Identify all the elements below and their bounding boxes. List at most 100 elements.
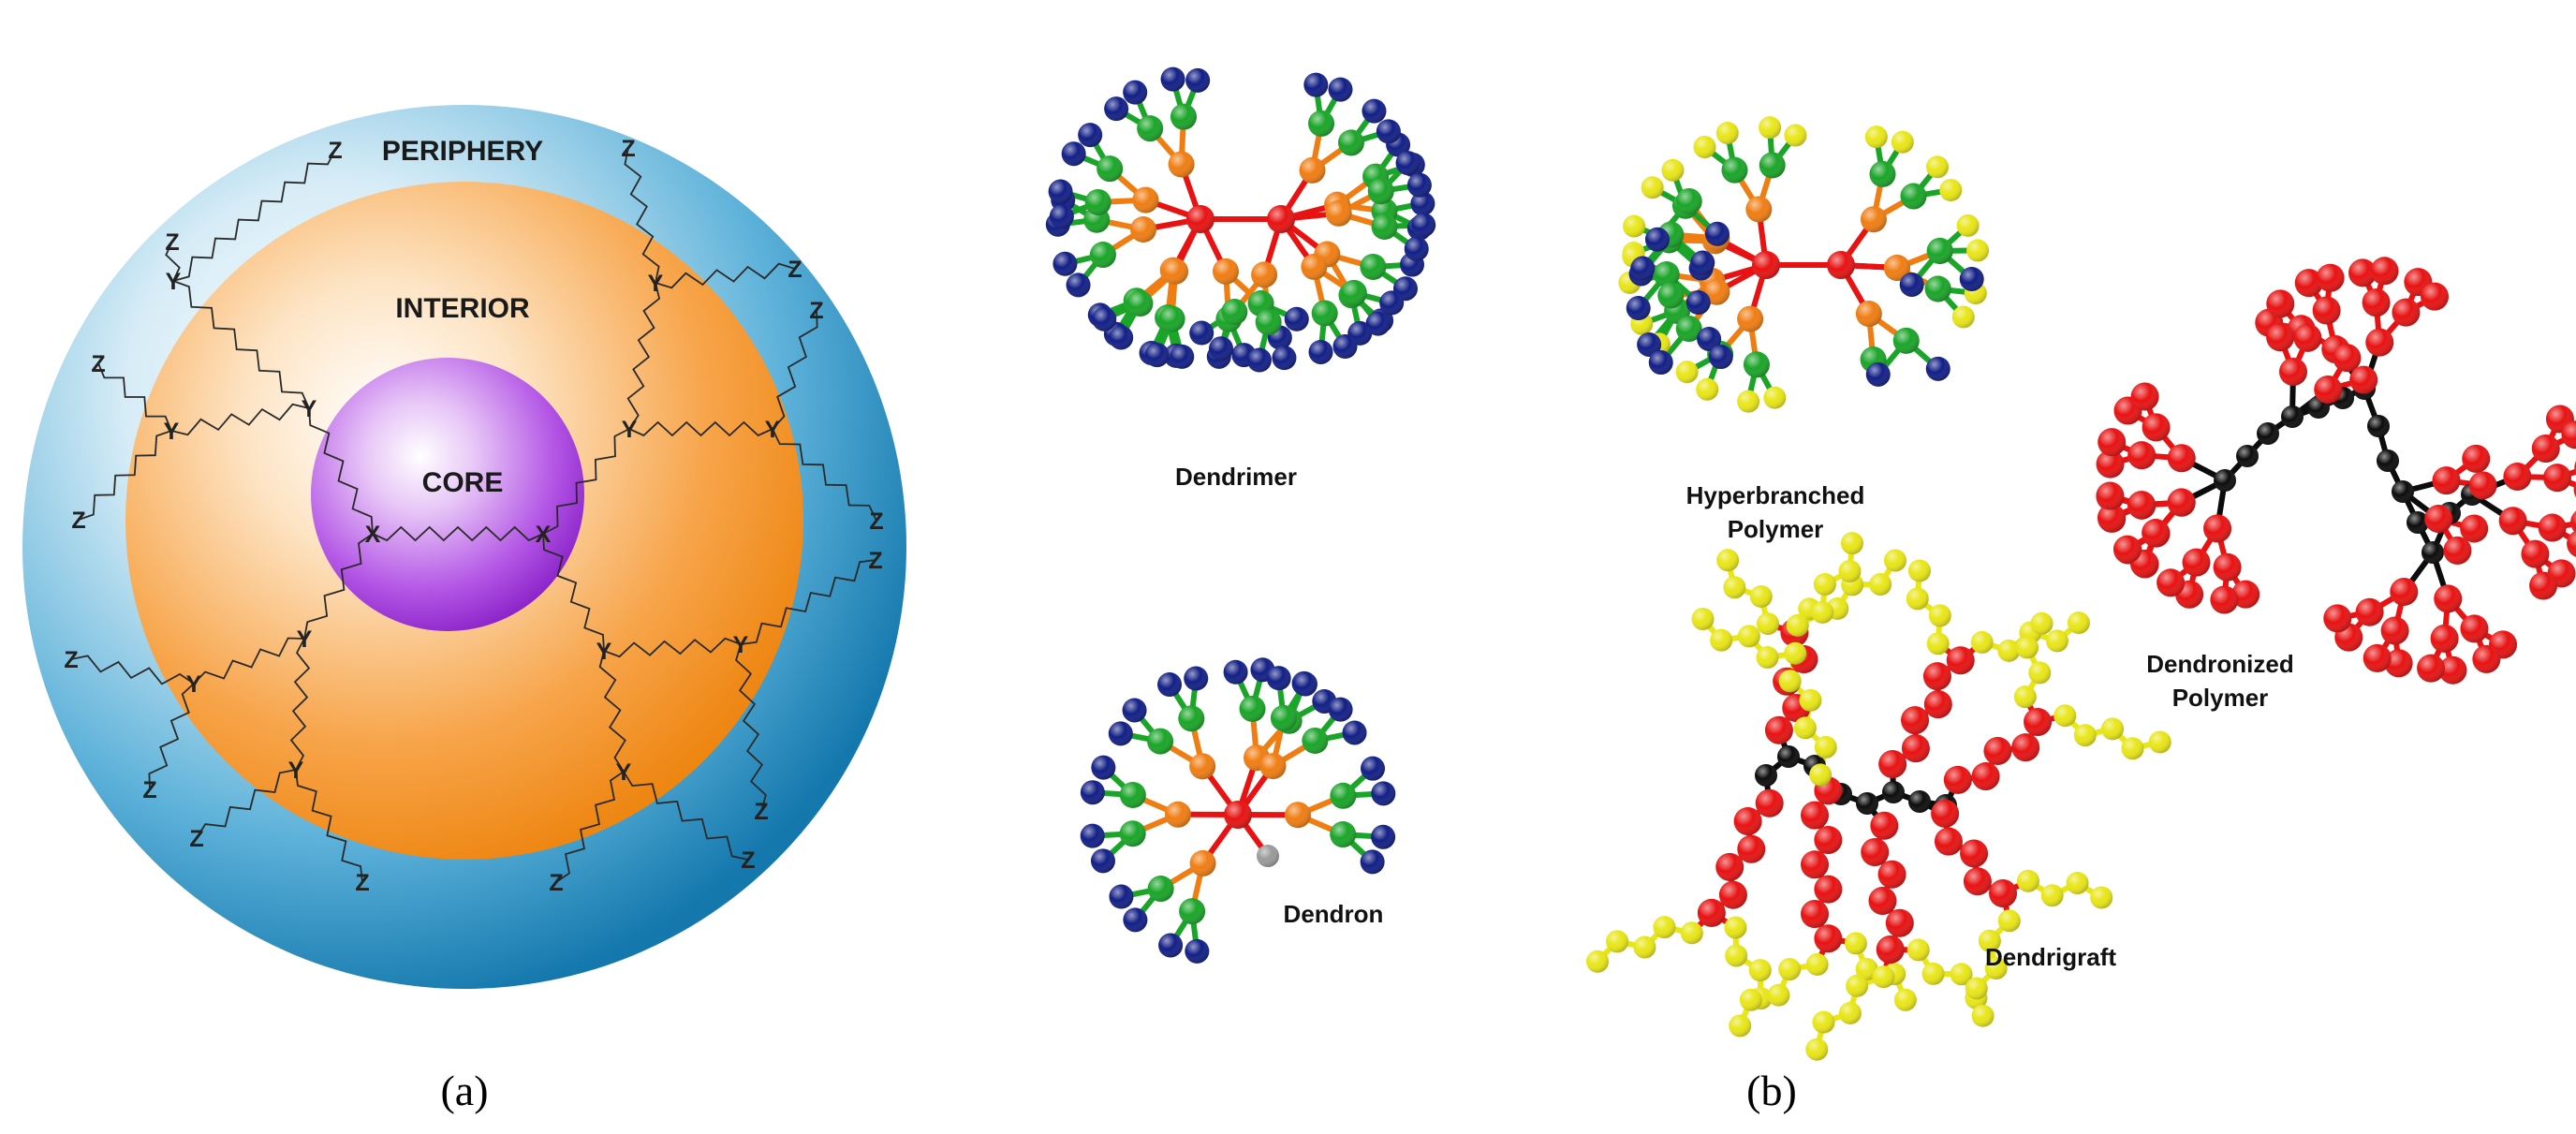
atom-highlight bbox=[2472, 644, 2501, 673]
atom-highlight bbox=[1362, 98, 1387, 124]
branch-letter-z: Z bbox=[741, 847, 755, 874]
chain-segment bbox=[603, 637, 742, 658]
atom-highlight bbox=[2030, 611, 2053, 635]
atom-highlight bbox=[2121, 737, 2144, 760]
atom-highlight bbox=[1752, 251, 1780, 279]
atom-highlight bbox=[1132, 186, 1159, 214]
chain-segment bbox=[628, 420, 773, 437]
atom-highlight bbox=[2028, 661, 2052, 685]
chain-segment bbox=[295, 769, 363, 883]
atom-highlight bbox=[2112, 535, 2142, 564]
atom-highlight bbox=[1939, 178, 1963, 201]
atom-highlight bbox=[1224, 801, 1252, 829]
atom-highlight bbox=[1743, 351, 1770, 378]
atom-highlight bbox=[1951, 305, 1975, 329]
atom-highlight bbox=[1147, 876, 1174, 903]
atom-highlight bbox=[1109, 325, 1134, 350]
atom-highlight bbox=[1965, 977, 1988, 1000]
atom-highlight bbox=[1104, 96, 1129, 122]
atom-highlight bbox=[2417, 654, 2446, 683]
atom-highlight bbox=[1342, 720, 1367, 745]
atom-highlight bbox=[1126, 290, 1154, 317]
atom-highlight bbox=[1680, 921, 1703, 945]
atom-highlight bbox=[2098, 428, 2127, 457]
atom-highlight bbox=[2498, 507, 2527, 536]
atom-highlight bbox=[1160, 66, 1185, 92]
atom-highlight bbox=[1784, 124, 1807, 147]
atom-highlight bbox=[1189, 753, 1216, 780]
atom-highlight bbox=[1978, 929, 2001, 952]
atom-highlight bbox=[1633, 935, 1656, 959]
atom-highlight bbox=[2016, 636, 2039, 659]
atom-highlight bbox=[2203, 514, 2232, 543]
atom-highlight bbox=[1178, 705, 1205, 732]
chain-segment bbox=[148, 683, 195, 790]
atom-highlight bbox=[1997, 909, 2021, 933]
atom-highlight bbox=[1168, 151, 1195, 178]
atom-highlight bbox=[2348, 258, 2377, 287]
atom-highlight bbox=[2167, 488, 2196, 517]
atom-highlight bbox=[1892, 327, 1920, 354]
interior-label: INTERIOR bbox=[395, 293, 530, 324]
atom-highlight bbox=[2333, 344, 2362, 373]
branch-letter-y: Y bbox=[733, 632, 749, 658]
atom-highlight bbox=[2390, 577, 2419, 606]
atom-highlight bbox=[1147, 728, 1174, 755]
atom-highlight bbox=[1809, 763, 1833, 787]
atom-highlight bbox=[1764, 715, 1793, 744]
atom-highlight bbox=[1959, 266, 1984, 291]
atom-highlight bbox=[1883, 549, 1906, 572]
atom-highlight bbox=[2407, 511, 2429, 534]
atom-highlight bbox=[1846, 974, 1869, 997]
atom-highlight bbox=[1767, 983, 1790, 1007]
atom-highlight bbox=[1302, 727, 1329, 754]
atom-highlight bbox=[1778, 670, 1802, 693]
atom-highlight bbox=[1048, 179, 1073, 204]
atom-highlight bbox=[1292, 671, 1317, 697]
atom-highlight bbox=[1756, 646, 1779, 670]
atom-highlight bbox=[2468, 471, 2497, 500]
atom-highlight bbox=[1255, 308, 1282, 335]
atom-highlight bbox=[2214, 469, 2236, 492]
branch-letter-y: Y bbox=[297, 626, 313, 653]
atom-highlight bbox=[1066, 272, 1091, 298]
atom-highlight bbox=[1586, 950, 1610, 973]
atom-highlight bbox=[1749, 584, 1773, 608]
atom-highlight bbox=[1838, 560, 1862, 583]
atom-highlight bbox=[1801, 850, 1829, 879]
atom-highlight bbox=[1934, 827, 1963, 856]
atom-highlight bbox=[1793, 716, 1817, 740]
branch-letter-z: Z bbox=[189, 826, 203, 852]
atom-highlight bbox=[2156, 568, 2186, 597]
atom-highlight bbox=[1257, 845, 1279, 867]
atom-highlight bbox=[1097, 155, 1124, 183]
atom-highlight bbox=[1129, 215, 1156, 243]
atom-highlight bbox=[2432, 466, 2461, 495]
atom-highlight bbox=[1406, 172, 1432, 198]
atom-highlight bbox=[1284, 306, 1309, 331]
atom-highlight bbox=[1737, 390, 1760, 413]
atom-highlight bbox=[1756, 612, 1779, 636]
atom-highlight bbox=[1080, 823, 1105, 848]
atom-highlight bbox=[1186, 205, 1214, 233]
atom-highlight bbox=[1179, 898, 1206, 925]
atom-highlight bbox=[1869, 160, 1896, 187]
atom-highlight bbox=[2314, 375, 2343, 404]
atom-highlight bbox=[1109, 884, 1134, 909]
atom-highlight bbox=[1360, 849, 1385, 875]
atom-highlight bbox=[1144, 343, 1170, 368]
atom-highlight bbox=[1272, 346, 1297, 371]
atom-highlight bbox=[1685, 290, 1711, 316]
dendronized-label-line1: Dendronized bbox=[2146, 650, 2293, 678]
atom-highlight bbox=[1648, 350, 1673, 376]
atom-highlight bbox=[1882, 781, 1905, 803]
atom-highlight bbox=[2367, 415, 2390, 437]
atom-highlight bbox=[2231, 580, 2260, 609]
chain-segment bbox=[308, 407, 374, 535]
atom-highlight bbox=[1921, 962, 1945, 985]
branch-chains bbox=[70, 147, 877, 883]
branch-letter-y: Y bbox=[616, 759, 632, 786]
atom-highlight bbox=[2421, 541, 2444, 564]
